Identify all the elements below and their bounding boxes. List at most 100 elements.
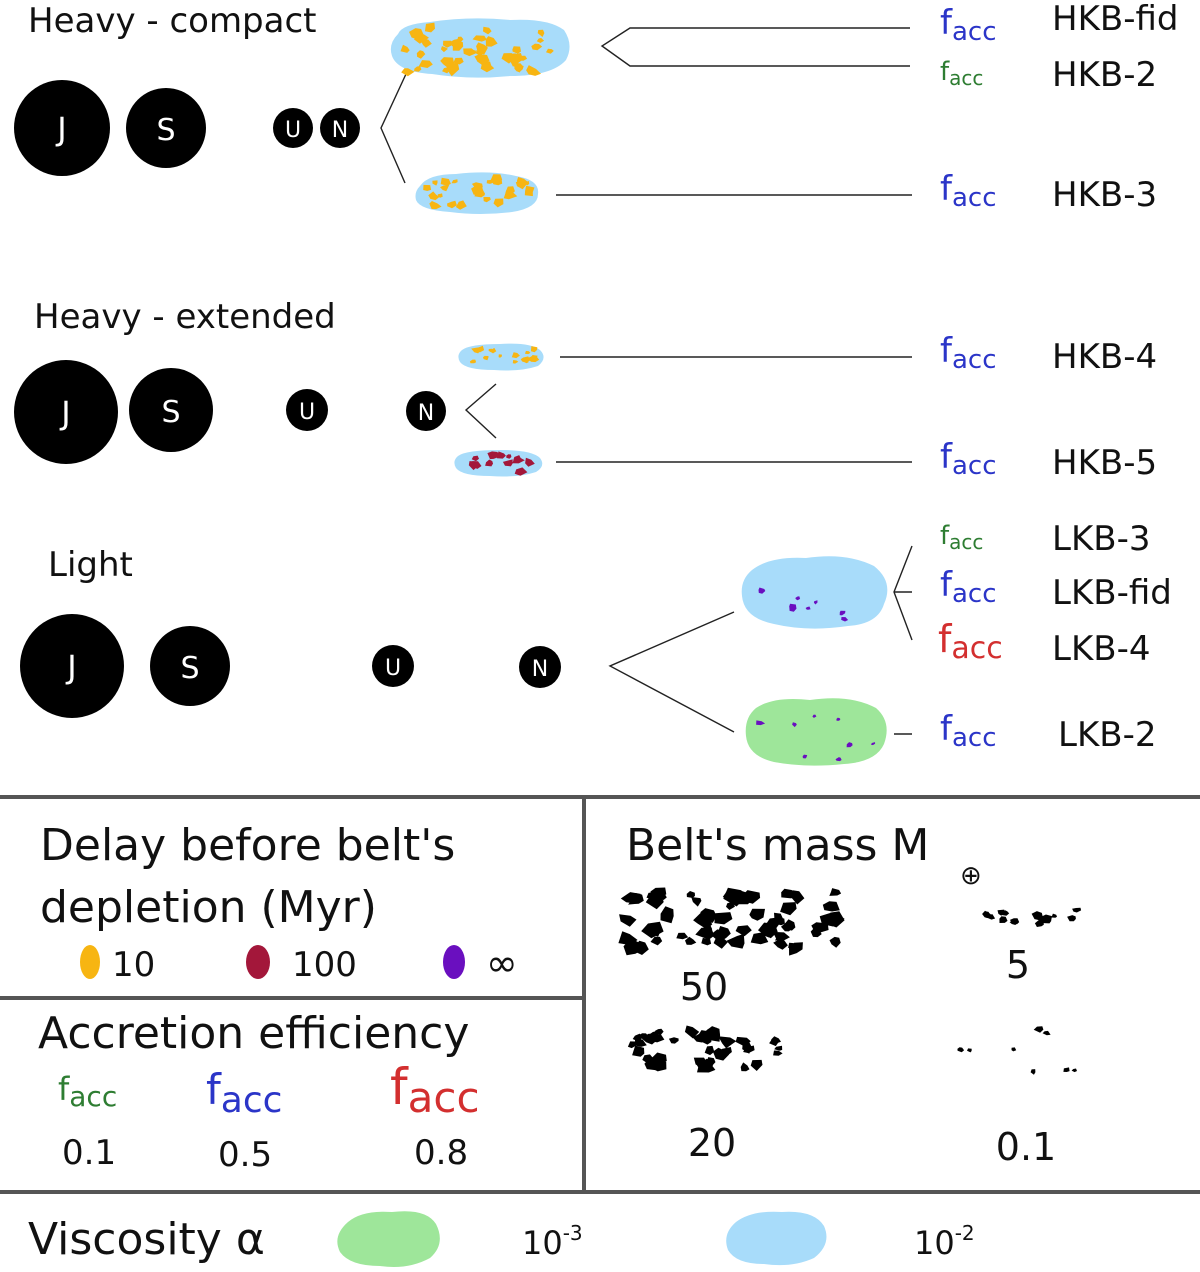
debris-fragment [531,43,543,51]
debris-fragment [839,610,846,616]
debris-fragment [761,930,773,938]
debris-fragment [485,459,493,467]
debris-fragment [805,606,811,610]
debris-fragment [490,174,503,183]
debris-cluster [423,174,535,210]
debris-fragment [789,603,797,612]
legend-mass: Belt's mass M ⊕ 50 5 20 0.1 [618,820,1082,1169]
debris-fragment [1063,1067,1070,1072]
debris-fragment [835,757,842,762]
debris-fragment [726,933,745,949]
debris-fragment [437,193,443,198]
debris-fragment [471,182,483,191]
planet-label: J [65,648,76,686]
debris-fragment [503,190,518,200]
run-label: LKB-fid [1052,573,1172,613]
planet-label: N [418,401,434,426]
legend-accretion-title: Accretion efficiency [38,1008,469,1059]
planet-jupiter: J [20,614,124,718]
viscosity-item-high: 10-2 [726,1211,975,1266]
run-label: LKB-4 [1052,629,1150,669]
run-lkb-4: facc LKB-4 [938,617,1150,669]
debris-fragment [714,912,733,925]
debris-fragment [823,911,845,928]
debris-fragment [1011,1047,1017,1052]
run-lkb-fid: facc LKB-fid [940,565,1172,613]
mass-label: 5 [1006,943,1030,987]
debris-fragment [710,929,727,942]
debris-fragment [735,1036,751,1047]
debris-fragment [487,451,500,460]
debris-fragment [471,461,482,469]
legend-panel: Delay before belt's depletion (Myr) 10 1… [0,795,1200,1267]
debris-fragment [700,1058,713,1071]
debris-cluster [957,1026,1077,1075]
debris-fragment [750,1059,763,1071]
debris-fragment [712,1047,729,1061]
debris-fragment [530,346,538,353]
mass-item-0-1: 0.1 [957,1026,1077,1169]
debris-fragment [1067,915,1076,922]
legend-accretion: Accretion efficiency facc 0.1 facc 0.5 f… [38,1008,480,1175]
debris-fragment [498,354,502,358]
debris-fragment [773,939,788,950]
debris-fragment [429,201,442,210]
debris-fragment [511,352,520,359]
debris-fragment [480,63,495,73]
planet-saturn: S [150,626,230,706]
facc-symbol: facc [940,521,983,554]
debris-fragment [648,926,661,937]
scenario-heavy-compact: Heavy - compact J S U N facc [14,0,1178,215]
planet-label: N [332,118,348,143]
mass-label: 50 [680,965,728,1009]
debris-fragment [775,933,789,941]
planet-label: S [180,651,199,686]
debris-fragment [512,456,525,464]
debris-fragment [476,42,488,55]
legend-mass-title: Belt's mass M [626,820,929,871]
debris-fragment [1051,913,1057,918]
facc-symbol: facc [206,1065,282,1121]
debris-fragment [846,742,853,748]
debris-fragment [1072,907,1082,913]
debris-fragment [723,887,745,907]
legend-viscosity: Viscosity α 10-3 10-2 [28,1211,975,1267]
debris-fragment [702,925,713,933]
debris-fragment [472,35,487,42]
viscosity-item-low: 10-3 [337,1211,583,1267]
debris-fragment [676,932,689,940]
debris-fragment [870,742,876,746]
debris-fragment [719,1047,732,1056]
debris-fragment [510,53,524,67]
debris-fragment [790,890,805,905]
debris-fragment [743,1045,755,1054]
debris-fragment [528,357,532,362]
planet-uranus: U [372,645,414,687]
debris-fragment [515,179,527,190]
run-hkb-2: facc HKB-2 [940,55,1157,95]
debris-fragment [432,180,438,186]
run-lkb-2: facc LKB-2 [940,709,1156,755]
branch-lines [380,73,407,184]
debris-fragment [822,901,840,912]
debris-fragment [718,1036,737,1049]
debris-fragment [684,1025,700,1039]
debris-fragment [440,185,450,192]
debris-fragment [546,48,554,54]
accretion-item-low: facc 0.1 [58,1070,117,1173]
debris-fragment [967,1048,972,1053]
facc-symbol: facc [940,3,997,47]
facc-symbol: facc [940,709,997,753]
delay-label: ∞ [486,941,518,985]
accretion-value: 0.8 [414,1133,468,1173]
debris-fragment [648,1033,665,1043]
accretion-value: 0.1 [62,1133,116,1173]
debris-cluster [758,587,849,622]
debris-fragment [686,891,695,898]
debris-fragment [758,922,778,939]
mass-label: 0.1 [996,1125,1056,1169]
debris-fragment [813,600,818,605]
debris-fragment [414,66,422,72]
debris-fragment [469,49,477,54]
